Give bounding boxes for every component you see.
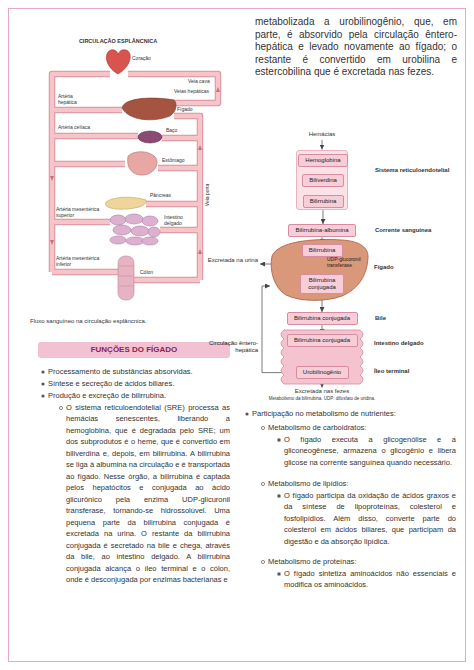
edge-label: UDP-glucoronil transferase xyxy=(327,257,365,269)
node-text: FUNÇÕES DO FÍGADO xyxy=(91,345,178,355)
body-paragraph: O fígado sintetiza aminoácidos não essen… xyxy=(284,568,456,591)
node-text: Bilirrubina conjugada xyxy=(306,277,338,291)
node-text: Bilirrubina xyxy=(309,198,338,205)
organ-label: Pâncreas xyxy=(150,193,180,199)
side-heading: Intestino delgado xyxy=(374,340,454,347)
intestine-illustration xyxy=(110,214,160,245)
bullet-item: Metabolismo de carboidratos: xyxy=(268,422,458,433)
page-frame xyxy=(9,9,466,662)
node-text: Hemoglobina xyxy=(304,157,342,164)
liver-illustration xyxy=(122,98,176,120)
process-box: Urobilinogênio xyxy=(296,366,349,379)
process-box: Bilirrubina xyxy=(302,244,343,257)
bullet-item: Processamento de substâncias absorvidas. xyxy=(48,366,230,377)
colon-illustration xyxy=(118,256,134,300)
stomach-illustration xyxy=(128,152,157,175)
side-heading: Íleo terminal xyxy=(374,368,454,375)
flow-label: Excretada nas fezes xyxy=(272,388,372,395)
bullet-item: Metabolismo de proteínas: xyxy=(268,556,458,567)
node-text: Urobilinogênio xyxy=(302,369,343,376)
body-paragraph: O fígado executa a glicogenólise e a gli… xyxy=(284,434,456,468)
side-heading: Fígado xyxy=(374,264,454,271)
section-band: FUNÇÕES DO FÍGADO xyxy=(38,342,230,358)
vessel-label: Veias hepáticas xyxy=(174,89,214,95)
process-box: Bilirrubina conjugada xyxy=(287,334,358,347)
heart-illustration xyxy=(106,50,130,74)
vessel-label: Artéria mesentérica inferior xyxy=(56,256,108,267)
process-box: Biliverdina xyxy=(302,174,344,187)
process-box: Bilirrubina-albuminaCorrente sanguínea xyxy=(288,224,356,237)
process-box: Bilirrubina conjugada xyxy=(300,274,344,294)
node-text: Bilirrubina xyxy=(308,247,337,254)
flow-arrows xyxy=(50,87,220,254)
node-text: Bilirrubina-albumina xyxy=(294,227,350,234)
body-paragraph: O sistema reticuloendotelial (SRE) proce… xyxy=(66,402,230,586)
bullet-item: Metabolismo de lipídios: xyxy=(268,478,458,489)
flow-arrow xyxy=(322,140,323,150)
bullet-item: Produção e excreção de bilirrubina. xyxy=(48,390,230,401)
vessel-label: Artéria hepática xyxy=(58,94,86,105)
figure-title: CIRCULAÇÃO ESPLÂNCNICA xyxy=(78,38,158,44)
vessel-label: Artéria celíaca xyxy=(58,125,118,131)
liver-outline xyxy=(271,240,368,301)
flow-arrow xyxy=(323,208,324,224)
body-paragraph: O fígado participa da oxidação de ácidos… xyxy=(284,490,456,547)
organ-label: Coração xyxy=(132,56,162,62)
vessel-outline xyxy=(52,74,218,280)
organ-label: Baço xyxy=(166,128,186,134)
side-heading: Bile xyxy=(375,315,455,322)
bullet-item: Participação no metabolismo de nutriente… xyxy=(252,408,457,419)
node-text: Biliverdina xyxy=(308,177,338,184)
figure-caption: Metabolismo da bilirrubina. UDP: difosfa… xyxy=(232,396,412,401)
bullet-squares xyxy=(278,439,281,576)
process-box: Hemoglobina xyxy=(298,154,348,167)
flow-arrow xyxy=(260,264,271,265)
side-heading: Corrente sanguínea xyxy=(375,227,455,234)
process-box: Bilirrubina xyxy=(303,195,344,208)
intestine-outline xyxy=(281,330,363,384)
figure-caption: Fluxo sanguíneo na circulação esplâncnic… xyxy=(30,318,230,325)
organ-label: Estômago xyxy=(162,158,192,164)
organ-label: Cólon xyxy=(140,270,160,276)
flow-label: Hemácias xyxy=(292,131,352,138)
spleen-illustration xyxy=(138,131,162,143)
node-text: Bilirrubina conjugada xyxy=(293,337,352,344)
body-paragraph: metabolizada a urobilinogênio, que, em p… xyxy=(255,16,457,79)
organ-label: Fígado xyxy=(177,107,197,113)
edge-label: Circulação êntero-hepática xyxy=(204,340,258,354)
side-heading: Sistema reticuloendotelial xyxy=(375,167,455,174)
pancreas-illustration xyxy=(105,197,146,209)
liver-shape: FígadoBilirrubinaBilirrubina conjugada xyxy=(270,238,370,302)
process-box: Bilirrubina conjugadaBile xyxy=(287,312,358,325)
vessel-label: Artéria mesentérica superior xyxy=(56,207,108,218)
organ-label: Intestino delgado xyxy=(164,215,194,226)
flow-label: Excretada na urina xyxy=(204,257,258,264)
node-text: Bilirrubina conjugada xyxy=(293,315,352,322)
vessel-fill xyxy=(52,74,218,280)
bullet-item: Síntese e secreção de ácidos biliares. xyxy=(48,378,230,389)
system-band: Sistema reticuloendotelialHemoglobinaBil… xyxy=(296,150,348,210)
intestine-shape: Intestino delgadoBilirrubina conjugadaUr… xyxy=(280,330,364,384)
vessel-label: Veia cava xyxy=(188,79,214,85)
vessel-label: Veia porta xyxy=(205,181,211,209)
